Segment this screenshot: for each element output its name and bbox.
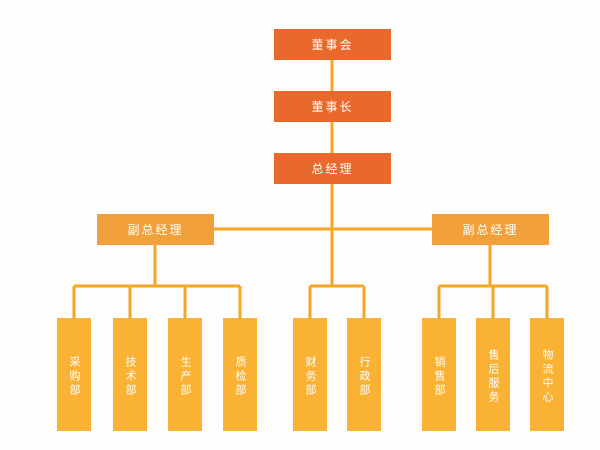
node-sales-dept[interactable]: 销售部: [422, 318, 456, 431]
node-deputy-gm-left-label: 副总经理: [127, 223, 184, 237]
node-chairman[interactable]: 董事长: [274, 91, 391, 122]
node-logistics-center[interactable]: 物流中心: [530, 318, 564, 431]
node-sales-dept-label: 销售部: [433, 355, 446, 398]
node-quality-dept[interactable]: 质检部: [223, 318, 257, 431]
node-general-manager-label: 总经理: [311, 162, 354, 176]
node-admin-dept-label: 行政部: [358, 355, 371, 398]
node-production-dept-label: 生产部: [179, 355, 192, 398]
node-deputy-gm-left[interactable]: 副总经理: [97, 214, 214, 245]
node-technology-dept-label: 技术部: [124, 355, 137, 398]
node-chairman-label: 董事长: [311, 100, 354, 114]
node-after-sales-service-label: 售后服务: [487, 348, 500, 405]
node-production-dept[interactable]: 生产部: [168, 318, 202, 431]
node-deputy-gm-right-label: 副总经理: [462, 223, 519, 237]
node-purchasing-dept[interactable]: 采购部: [57, 318, 91, 431]
node-logistics-center-label: 物流中心: [541, 348, 554, 405]
node-admin-dept[interactable]: 行政部: [347, 318, 381, 431]
node-general-manager[interactable]: 总经理: [274, 153, 391, 184]
node-quality-dept-label: 质检部: [234, 355, 247, 398]
node-after-sales-service[interactable]: 售后服务: [476, 318, 510, 431]
node-board-label: 董事会: [311, 38, 354, 52]
node-finance-dept-label: 财务部: [304, 355, 317, 398]
node-board[interactable]: 董事会: [274, 29, 391, 60]
node-technology-dept[interactable]: 技术部: [113, 318, 147, 431]
node-finance-dept[interactable]: 财务部: [293, 318, 327, 431]
node-purchasing-dept-label: 采购部: [68, 355, 81, 398]
node-deputy-gm-right[interactable]: 副总经理: [432, 214, 549, 245]
